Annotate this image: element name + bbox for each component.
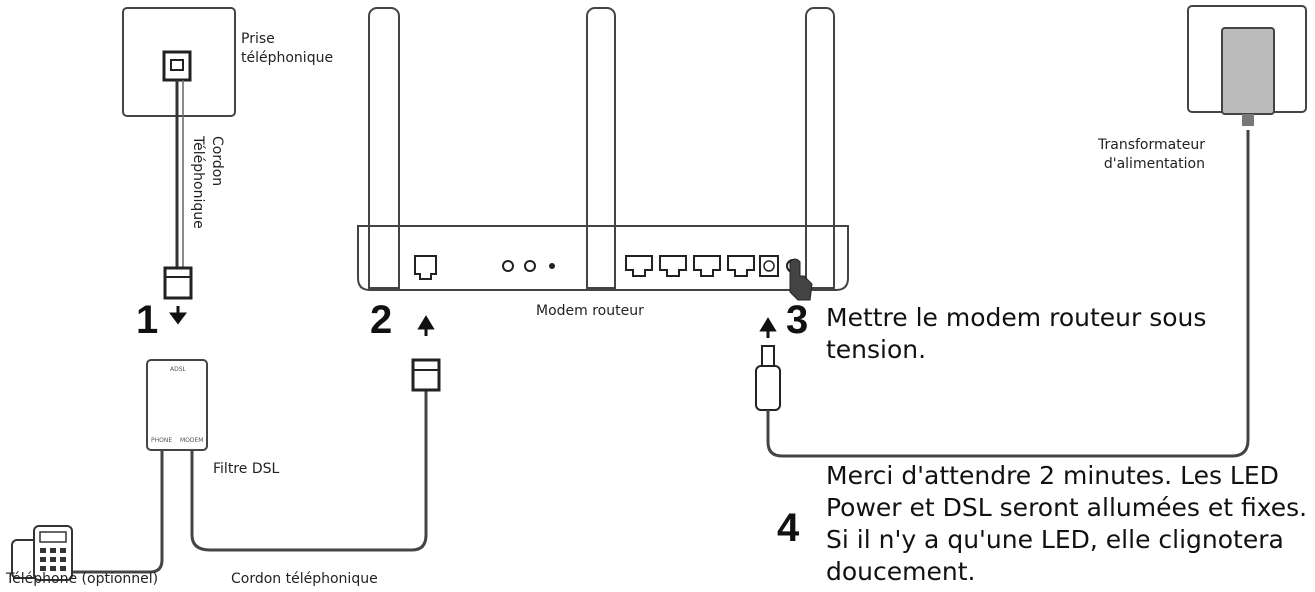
rj11-plug-2 <box>411 358 441 392</box>
step-4-number: 4 <box>777 506 800 550</box>
wall-socket-label: Prise téléphonique <box>241 31 334 66</box>
telephone-icon <box>11 525 73 581</box>
router-antennas <box>368 7 835 289</box>
power-plug <box>755 345 781 411</box>
step-1-number: 1 <box>136 298 159 342</box>
modem-router-label: Modem routeur <box>536 303 644 319</box>
telephone-label: Téléphone (optionnel) <box>6 571 159 587</box>
dsl-filter-label: Filtre DSL <box>213 461 280 477</box>
phone-cable-filter <box>70 450 164 574</box>
finger-icon <box>789 258 813 301</box>
dsl-filter <box>146 359 208 451</box>
power-cable <box>766 130 1250 458</box>
filter-port-phone-label: PHONE <box>151 437 173 444</box>
step-4-text: Merci d'attendre 2 minutes. Les LED Powe… <box>826 461 1308 586</box>
filter-port-modem-label: MODEM <box>180 437 204 444</box>
rj11-plug-1 <box>163 266 193 300</box>
phone-cord-vertical-label: Cordon Téléphonique <box>190 136 225 229</box>
filter-port-top-label: ADSL <box>170 366 186 373</box>
phone-cord-bottom-label: Cordon téléphonique <box>231 571 378 587</box>
arrow-up-3 <box>759 317 777 338</box>
step-2-number: 2 <box>370 298 393 342</box>
arrow-up-2 <box>417 315 435 336</box>
step-3-number: 3 <box>786 298 809 342</box>
step-3-text: Mettre le modem routeur sous tension. <box>826 303 1207 364</box>
arrow-down-1 <box>169 306 187 325</box>
phone-cable-modem <box>190 390 428 552</box>
power-outlet <box>1187 5 1307 126</box>
modem-router <box>357 225 849 291</box>
wall-socket <box>122 7 236 117</box>
power-adapter-label: Transformateur d'alimentation <box>1098 137 1205 172</box>
